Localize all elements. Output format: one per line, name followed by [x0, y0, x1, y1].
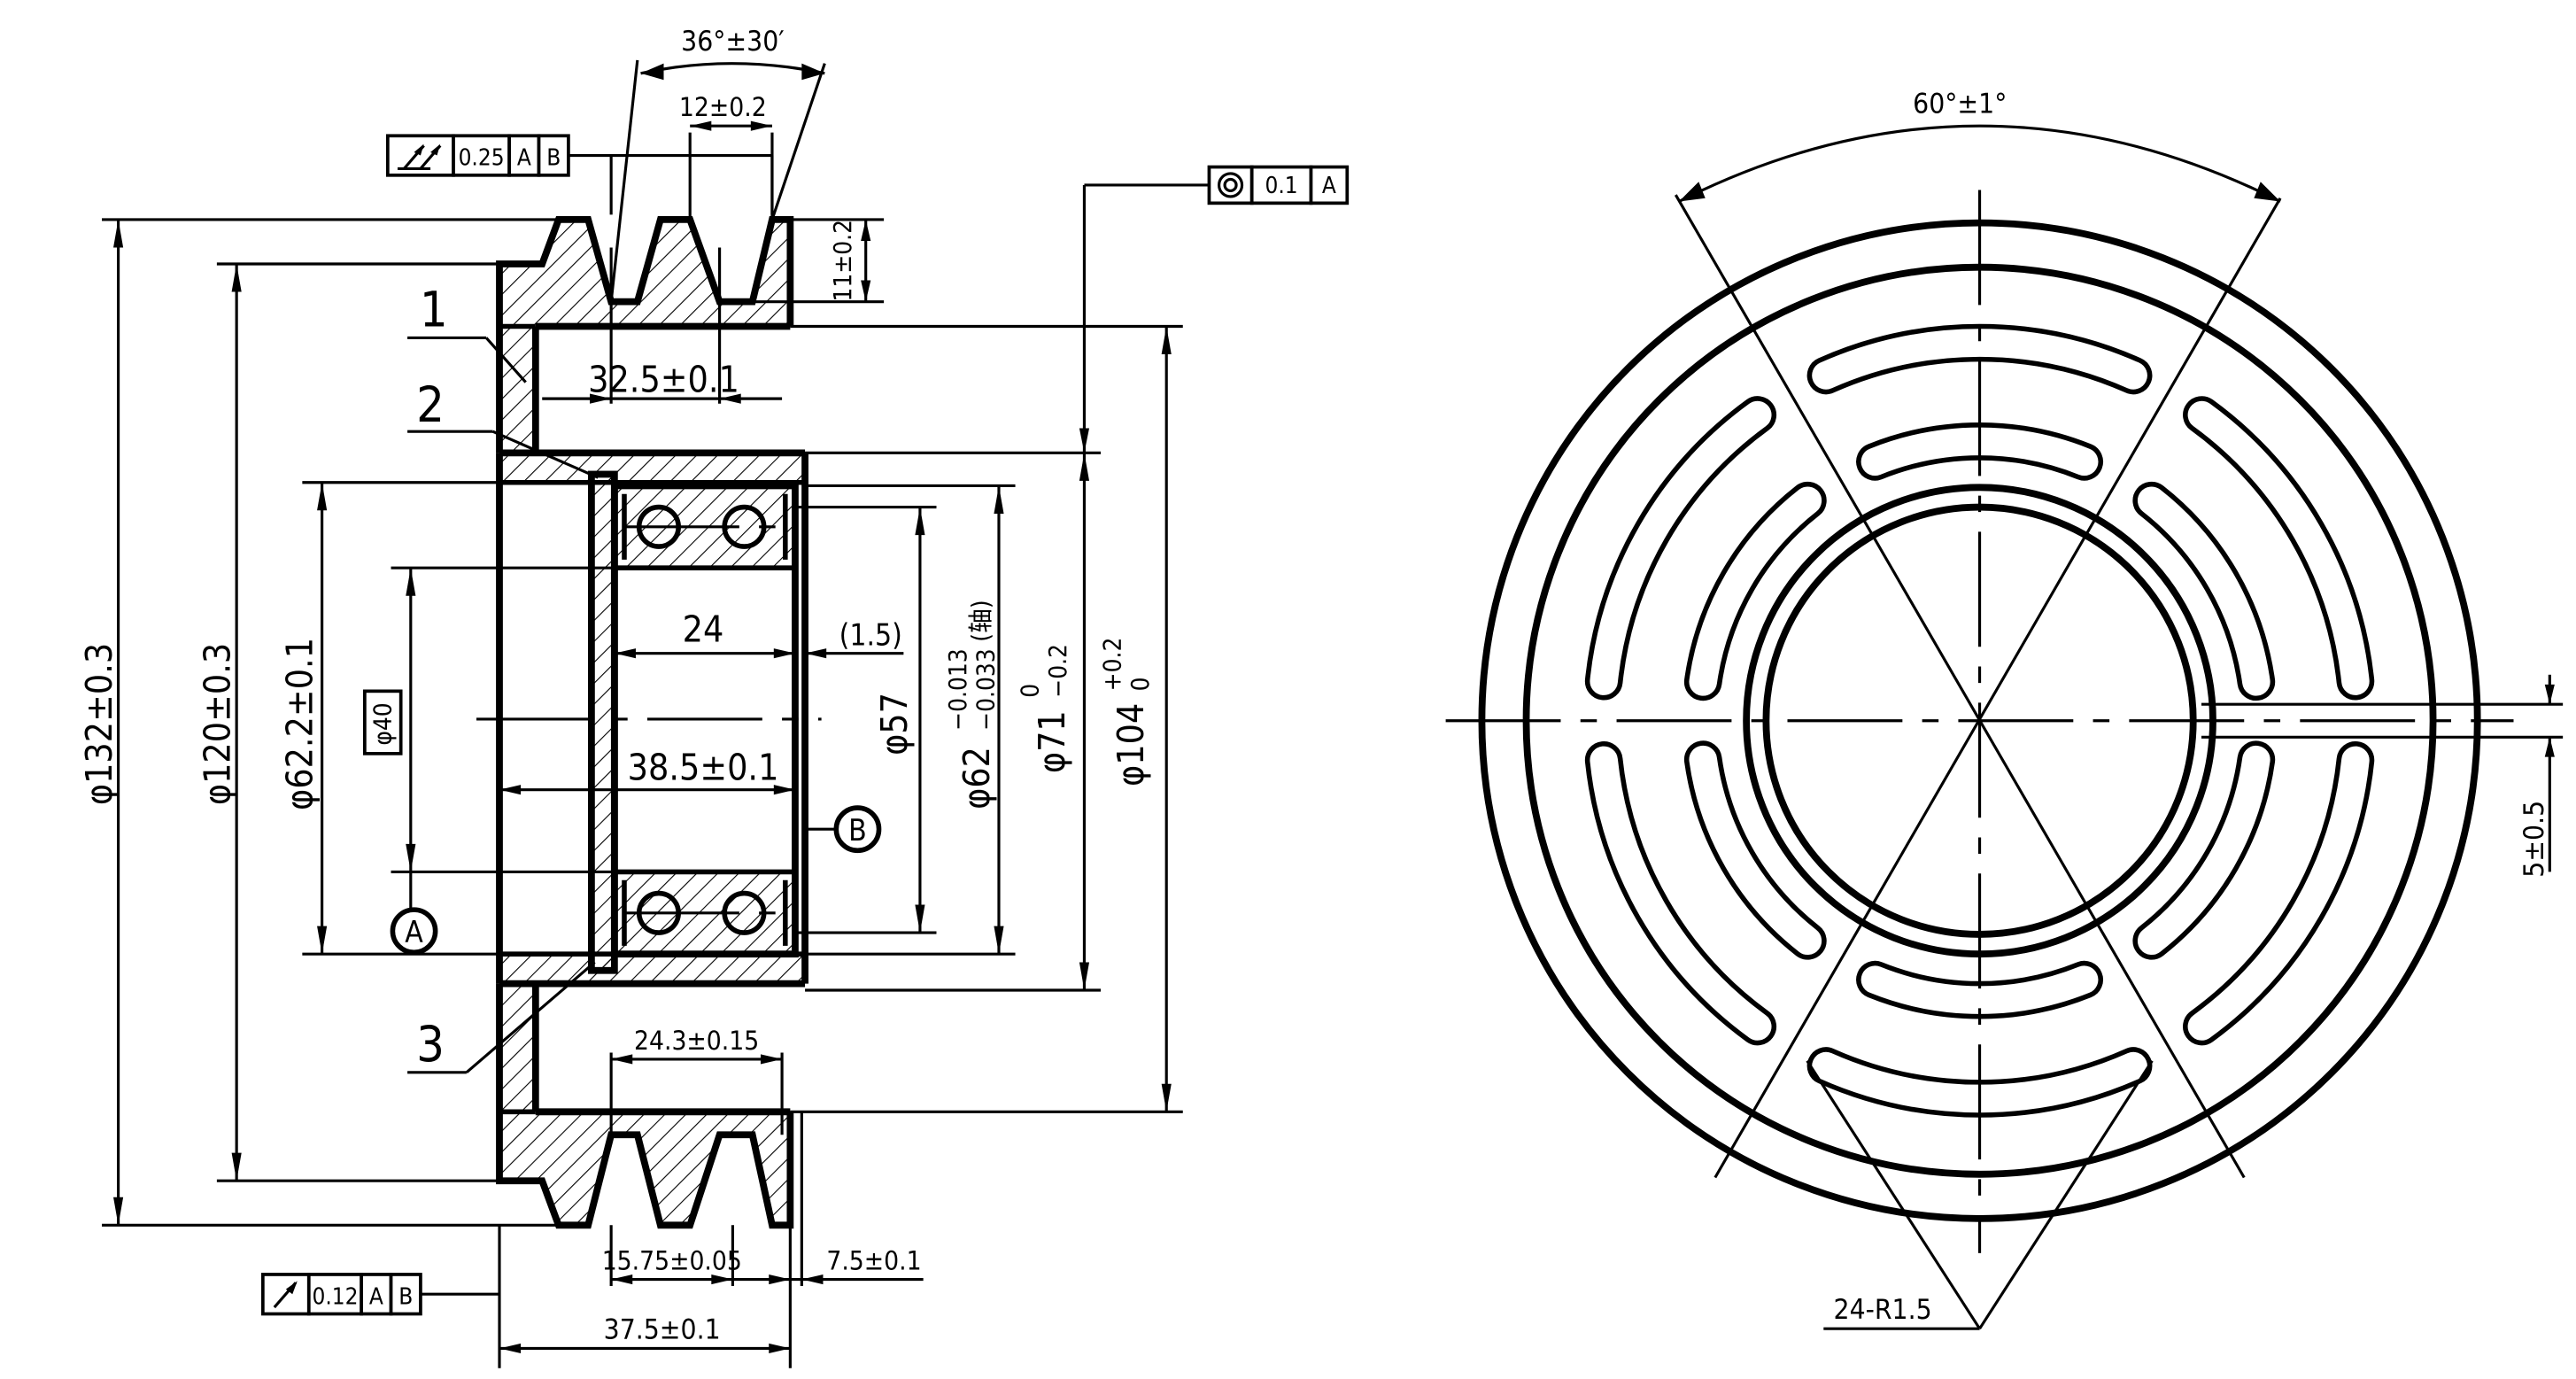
groove-angle-dim: [609, 59, 826, 302]
inner-slots: [1683, 422, 2276, 1019]
dim-groove-width: 12±0.2: [679, 91, 767, 122]
datum-a-marker: [390, 872, 438, 956]
dim-d71-main: φ71: [1031, 710, 1073, 773]
dim-d104-upper: +0.2: [1097, 638, 1126, 692]
outer-slot: [1806, 1047, 2153, 1118]
dim-d104-main: φ104: [1110, 703, 1152, 786]
outer-slot: [1584, 741, 1777, 1046]
dim-groove-pitch: 32.5±0.1: [588, 359, 739, 401]
concentricity-icon: [1218, 172, 1244, 198]
dim-slot-width: 5±0.5: [2518, 801, 2550, 878]
tolerance-frame-concentricity: [1079, 165, 1350, 453]
groove-pitch-dim: [542, 247, 783, 404]
dim-slot-radius: 24-R1.5: [1834, 1294, 1932, 1326]
dim-d71-lower: −0.2: [1043, 644, 1072, 698]
dim-groove-depth: 11±0.2: [828, 220, 857, 302]
dim-d62-upper: −0.013: [943, 648, 972, 731]
dim-d62-main: φ62: [955, 747, 998, 810]
tolerance-frame-bottom: [260, 1273, 499, 1316]
groove-width-dim: [688, 120, 774, 220]
tol-bottom-datum2: B: [398, 1283, 413, 1310]
section-view: φ132±0.3 φ120±0.3 φ62.2±0.1 φ57 φ62 −0.0…: [78, 26, 1350, 1368]
dim-bearing-width: 24: [683, 608, 724, 651]
inner-slot: [1856, 960, 2103, 1019]
dim-d132: φ132±0.3: [78, 643, 120, 805]
dim-d62-2: φ62.2±0.1: [278, 638, 321, 810]
outer-slots: [1584, 323, 2375, 1118]
front-view: 60°±1° 5±0.5 24-R1.5: [1445, 88, 2564, 1330]
bore-depth-dim: [499, 785, 795, 795]
dim-d57: φ57: [873, 693, 916, 755]
inner-span-dim: [609, 1052, 784, 1135]
slot-width-dim: [2201, 674, 2564, 872]
dim-d120: φ120±0.3: [197, 643, 239, 805]
tol-top-datum1: A: [517, 145, 531, 172]
dim-total-width: 37.5±0.1: [604, 1313, 721, 1345]
part-label-2: 2: [416, 376, 445, 434]
dim-bore-depth: 38.5±0.1: [628, 747, 779, 789]
tol-conc-value: 0.1: [1265, 173, 1298, 199]
part-label-3: 3: [416, 1016, 445, 1073]
dim-first-groove: 15.75±0.05: [602, 1244, 742, 1275]
dim-angle-60: 60°±1°: [1913, 88, 2007, 120]
outer-slot: [1584, 396, 1777, 701]
outer-slot: [2183, 396, 2375, 701]
tol-bottom-value: 0.12: [312, 1283, 358, 1310]
dim-bearing-offset: (1.5): [839, 617, 902, 652]
datum-a-label: A: [405, 915, 423, 949]
inner-slot: [1683, 482, 1827, 701]
outer-slot: [2183, 741, 2375, 1046]
dim-rim-offset: 7.5±0.1: [826, 1244, 921, 1275]
inner-slot: [1683, 740, 1827, 960]
inner-slot: [2132, 482, 2276, 701]
tol-conc-datum1: A: [1322, 173, 1336, 199]
d40-frame: [363, 689, 403, 755]
datum-b-marker: [802, 802, 882, 856]
radial-angle-lines: [1674, 194, 2282, 1179]
part-label-1: 1: [420, 281, 448, 338]
bearing-width-dim: [614, 648, 904, 659]
slot-radius-leader: [1806, 1059, 2154, 1330]
outer-slot: [1806, 323, 2153, 395]
angle-60-dim: [1678, 124, 2281, 203]
bottom-dims: [498, 1112, 924, 1368]
inner-slot: [1856, 422, 2103, 481]
dim-d62-lower: −0.033: [971, 648, 1000, 731]
inner-slot: [2132, 740, 2276, 960]
tol-bottom-datum1: A: [369, 1283, 383, 1310]
part-leaders: [407, 336, 599, 1074]
datum-b-label: B: [848, 813, 867, 848]
circular-runout-icon: [273, 1281, 298, 1309]
tol-top-value: 0.25: [459, 145, 505, 172]
tol-top-datum2: B: [546, 145, 561, 172]
dim-d71-upper: 0: [1016, 684, 1045, 698]
dim-inner-span: 24.3±0.15: [634, 1025, 759, 1056]
groove-depth-dim: [752, 218, 885, 304]
dim-groove-angle: 36°±30′: [681, 26, 785, 58]
dim-d62-note: (轴): [966, 600, 995, 641]
dim-d40: φ40: [368, 702, 398, 745]
tolerance-frame-top: [385, 134, 774, 215]
dim-d104-lower: 0: [1126, 677, 1155, 691]
diameter-dimensions: [102, 218, 1183, 1227]
